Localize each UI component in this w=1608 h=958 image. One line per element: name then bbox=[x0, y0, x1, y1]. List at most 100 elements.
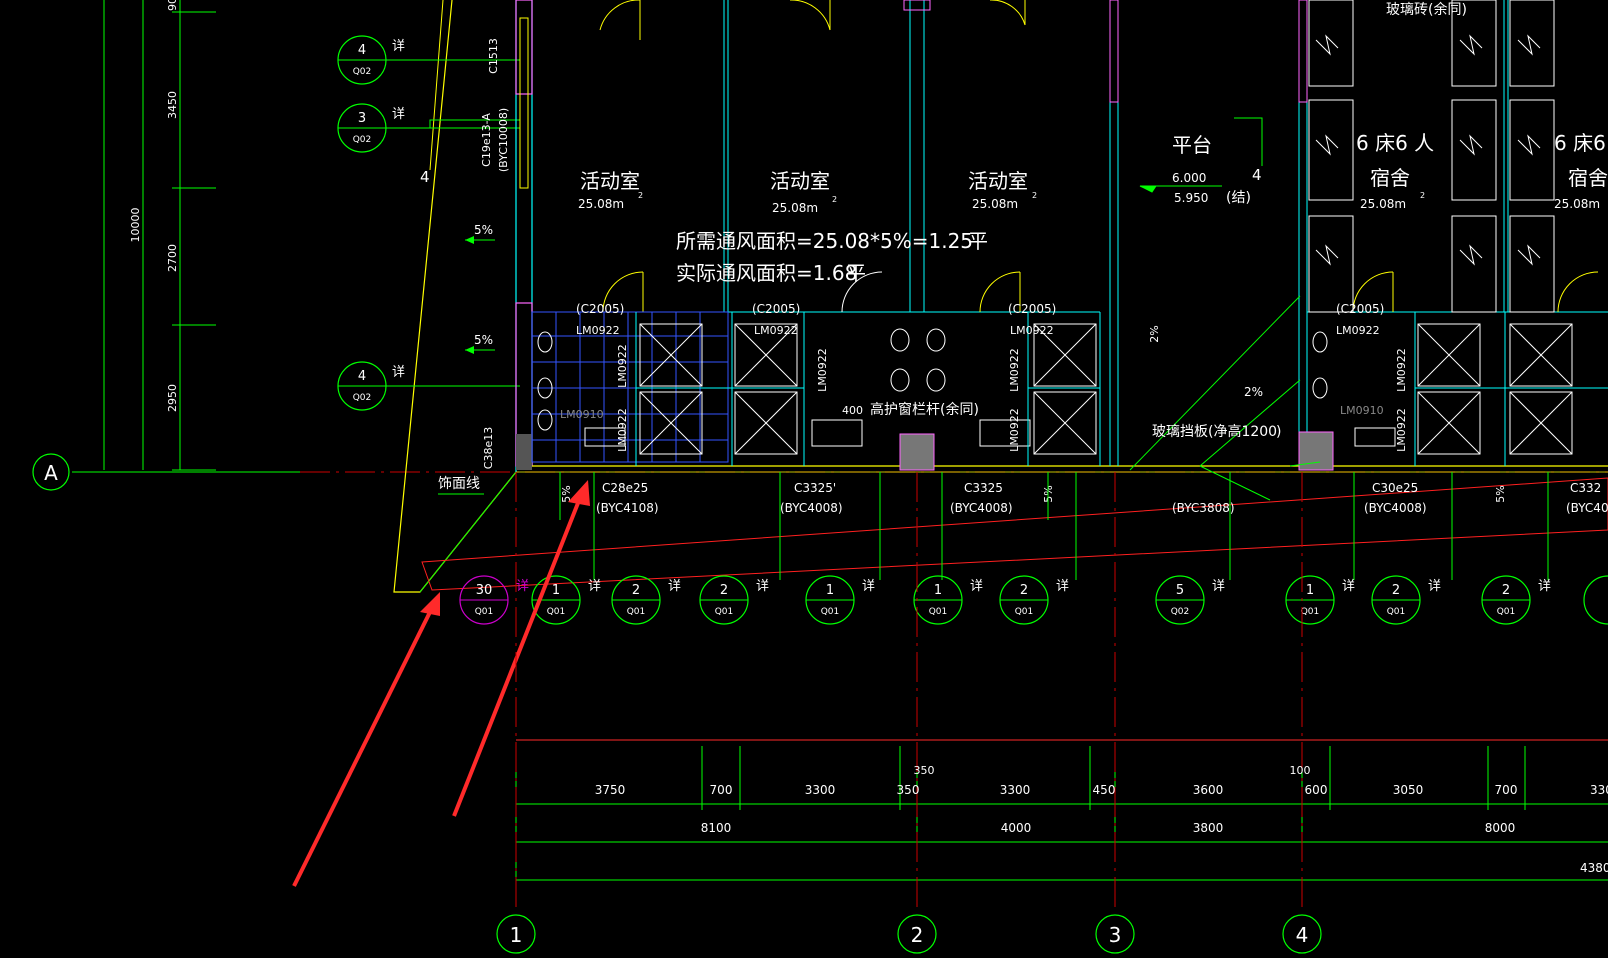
svg-text:(BYC4008): (BYC4008) bbox=[1364, 501, 1427, 515]
lm0910-label-2: LM0910 bbox=[1340, 404, 1384, 417]
svg-text:(BYC4108): (BYC4108) bbox=[596, 501, 659, 515]
room-activity-2[interactable]: 活动室 25.08m 2 bbox=[770, 169, 837, 215]
svg-text:Q01: Q01 bbox=[1301, 607, 1320, 617]
detail-callout-bottom-11[interactable]: 2 Q01 详 bbox=[1481, 575, 1551, 625]
detail-callout-bottom-7[interactable]: 2 Q01 详 bbox=[999, 575, 1069, 625]
lm0922-label-1: LM0922 bbox=[576, 324, 620, 337]
grid-bubble-3[interactable]: 3 bbox=[1095, 914, 1135, 954]
window-callout-c3325-b[interactable]: C3325 (BYC4008) bbox=[950, 481, 1013, 515]
room-activity-3[interactable]: 活动室 25.08m 2 bbox=[968, 169, 1037, 211]
facade-outline bbox=[393, 0, 1608, 593]
lm0922-vertical-1: LM0922 bbox=[616, 344, 629, 388]
room-name-2: 宿舍 bbox=[1568, 166, 1608, 190]
dim-3300-b: 3300 bbox=[1000, 783, 1031, 797]
detail-callout-left-3[interactable]: 4 Q02 详 bbox=[337, 361, 520, 411]
svg-text:C30e25: C30e25 bbox=[1372, 481, 1418, 495]
slope-inner-1: 2% bbox=[1148, 325, 1161, 342]
detail-callout-left-1[interactable]: 4 Q02 详 bbox=[337, 35, 520, 85]
svg-text:Q01: Q01 bbox=[627, 607, 646, 617]
dim-3300-a: 3300 bbox=[805, 783, 836, 797]
slope-bottom-1: 5% bbox=[560, 485, 573, 502]
dim-total-partial: 4380 bbox=[1580, 861, 1608, 875]
svg-text:(BYC4008): (BYC4008) bbox=[950, 501, 1013, 515]
svg-text:5%: 5% bbox=[474, 333, 493, 347]
grid-bubble-1[interactable]: 1 bbox=[496, 914, 536, 954]
lm0922-vertical-5: LM0922 bbox=[1008, 408, 1021, 452]
svg-text:Q01: Q01 bbox=[1387, 607, 1406, 617]
window-callout-c30e25[interactable]: C30e25 (BYC4008) bbox=[1364, 481, 1427, 515]
grid-label-a: A bbox=[44, 461, 58, 485]
detail-callout-left-2[interactable]: 3 Q02 详 bbox=[337, 103, 520, 153]
platform-diagonals bbox=[1129, 117, 1321, 501]
svg-text:Q01: Q01 bbox=[475, 607, 494, 617]
lm0922-label-4: LM0922 bbox=[1336, 324, 1380, 337]
room-activity-1[interactable]: 活动室 25.08m 2 bbox=[578, 169, 643, 211]
svg-text:(BYC3808): (BYC3808) bbox=[1172, 501, 1235, 515]
svg-text:C3325': C3325' bbox=[794, 481, 836, 495]
svg-text:Q01: Q01 bbox=[1497, 607, 1516, 617]
room-name: 6 床6 bbox=[1554, 131, 1606, 155]
detail-callout-bottom-10[interactable]: 2 Q01 详 bbox=[1371, 575, 1441, 625]
callout-num: 4 bbox=[358, 43, 366, 58]
slope-left-1: 5% bbox=[465, 223, 495, 244]
dim-350: 350 bbox=[897, 783, 920, 797]
dim-4000: 4000 bbox=[1001, 821, 1032, 835]
detail-callout-bottom-3[interactable]: 2 Q01 详 bbox=[611, 575, 681, 625]
svg-text:2: 2 bbox=[1502, 583, 1510, 598]
svg-text:详: 详 bbox=[588, 579, 601, 594]
svg-text:1: 1 bbox=[826, 583, 834, 598]
svg-text:饰面线: 饰面线 bbox=[438, 476, 480, 492]
grid-bubble-a[interactable] bbox=[32, 453, 70, 491]
label-four: 4 bbox=[420, 168, 430, 186]
window-callout-c28e25[interactable]: C28e25 (BYC4108) bbox=[596, 481, 659, 515]
grid-bubble-4[interactable]: 4 bbox=[1282, 914, 1322, 954]
dim-600: 600 bbox=[1305, 783, 1328, 797]
left-dim-10000: 10000 bbox=[129, 208, 142, 243]
platform-level-2: 5.950 bbox=[1174, 191, 1208, 205]
dormitory-bed-icons bbox=[1308, 0, 1555, 313]
callout-label: 详 bbox=[392, 107, 405, 122]
dim-8100: 8100 bbox=[701, 821, 732, 835]
detail-callout-bottom-9[interactable]: 1 Q01 详 bbox=[1285, 575, 1355, 625]
room-dormitory-1[interactable]: 6 床6 人 宿舍 25.08m 2 bbox=[1356, 131, 1434, 211]
grid-lines-vertical bbox=[515, 472, 1303, 910]
detail-callout-bottom-12-partial[interactable] bbox=[1583, 575, 1608, 625]
detail-callout-bottom-4[interactable]: 2 Q01 详 bbox=[699, 575, 769, 625]
slope-left-2: 5% bbox=[465, 333, 495, 354]
window-callout-c332[interactable]: C332 (BYC40 bbox=[1566, 481, 1608, 515]
callout-ref: Q02 bbox=[353, 67, 372, 77]
lm0922-vertical-3: LM0922 bbox=[816, 348, 829, 392]
window-callout-c3325-a[interactable]: C3325' (BYC4008) bbox=[780, 481, 843, 515]
room-area-sup: 2 bbox=[832, 195, 837, 204]
room-area: 25.08m bbox=[1554, 197, 1600, 211]
window-callout-byc3808[interactable]: (BYC3808) bbox=[1172, 501, 1235, 515]
detail-callout-bottom-6[interactable]: 1 Q01 详 bbox=[913, 575, 983, 625]
svg-text:Q01: Q01 bbox=[715, 607, 734, 617]
svg-text:Q01: Q01 bbox=[821, 607, 840, 617]
room-area: 25.08m bbox=[1360, 197, 1406, 211]
lm0922-vertical-6: LM0922 bbox=[1395, 348, 1408, 392]
detail-callout-bottom-8[interactable]: 5 Q02 详 bbox=[1155, 575, 1225, 625]
detail-callout-bottom-5[interactable]: 1 Q01 详 bbox=[805, 575, 875, 625]
detail-callout-bottom-1[interactable]: 30 Q01 详 bbox=[459, 575, 529, 625]
platform-num: 4 bbox=[1252, 166, 1262, 184]
room-dormitory-2[interactable]: 6 床6 宿舍 25.08m bbox=[1554, 131, 1608, 211]
bottom-dimension-lines bbox=[515, 739, 1608, 888]
svg-text:Q01: Q01 bbox=[547, 607, 566, 617]
svg-text:1: 1 bbox=[1306, 583, 1314, 598]
platform-label[interactable]: 平台 6.000 5.950 (结) 4 bbox=[1172, 133, 1262, 206]
dim-100-above: 100 bbox=[1290, 764, 1311, 777]
svg-text:(BYC40: (BYC40 bbox=[1566, 501, 1608, 515]
svg-text:5%: 5% bbox=[474, 223, 493, 237]
svg-text:详: 详 bbox=[1056, 579, 1069, 594]
callout-num: 3 bbox=[358, 111, 366, 126]
c2005-label-2: (C2005) bbox=[752, 302, 800, 316]
annotation-arrow-1 bbox=[292, 592, 440, 887]
detail-callout-bottom-2[interactable]: 1 Q01 详 bbox=[531, 575, 601, 625]
dim-3600: 3600 bbox=[1193, 783, 1224, 797]
window-label-byc10008: (BYC10008) bbox=[497, 108, 510, 172]
grid-label-3: 3 bbox=[1109, 923, 1122, 947]
grid-bubble-2[interactable]: 2 bbox=[897, 914, 937, 954]
door-swings bbox=[599, 0, 1599, 313]
